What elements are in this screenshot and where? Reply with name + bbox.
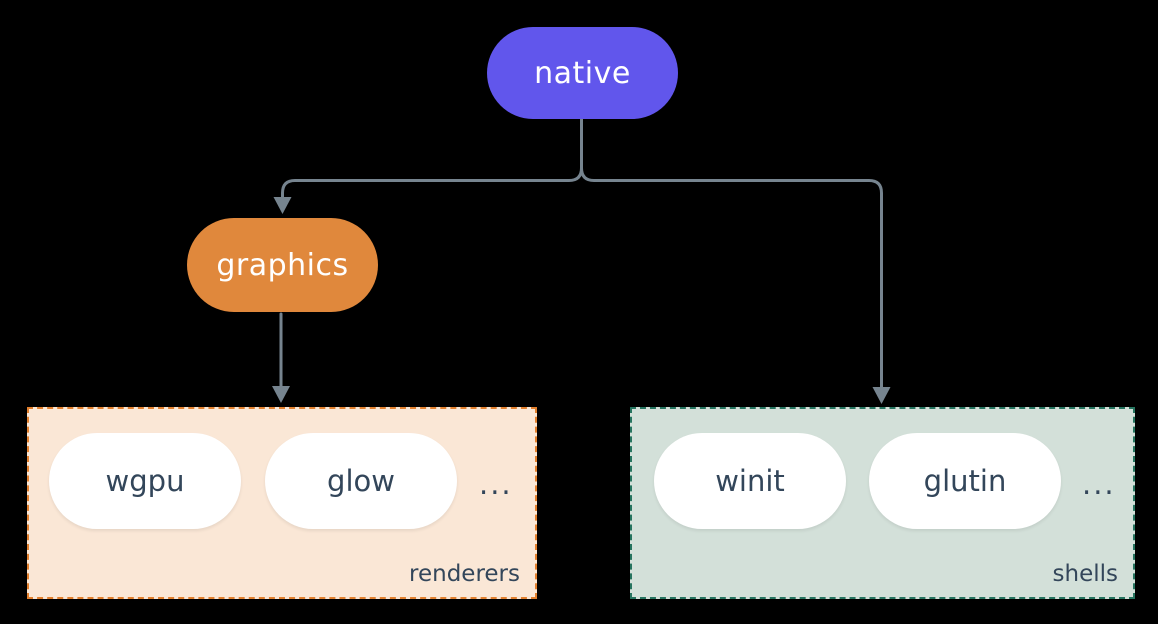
node-glutin: glutin [869, 433, 1061, 529]
arrowhead-graphics [273, 197, 292, 214]
node-wgpu: wgpu [49, 433, 241, 529]
edge-native-to-shells [580, 166, 883, 389]
shells-group-label: shells [1052, 561, 1118, 587]
node-winit: winit [654, 433, 846, 529]
node-glow-label: glow [327, 464, 395, 498]
node-graphics: graphics [187, 218, 378, 312]
node-glutin-label: glutin [923, 464, 1007, 498]
node-native-label: native [534, 55, 631, 91]
node-native: native [487, 27, 678, 119]
arrowhead-renderers [272, 386, 290, 403]
node-graphics-label: graphics [216, 247, 349, 283]
shells-ellipsis: ... [1082, 467, 1116, 501]
node-wgpu-label: wgpu [105, 464, 185, 498]
renderers-ellipsis: ... [479, 467, 513, 501]
arrowheads [272, 197, 891, 404]
node-winit-label: winit [715, 464, 785, 498]
edge-native-to-graphics [281, 117, 583, 199]
group-shells: winit glutin ... shells [630, 407, 1135, 599]
renderers-group-label: renderers [409, 561, 520, 587]
group-renderers: wgpu glow ... renderers [27, 407, 537, 599]
node-glow: glow [265, 433, 457, 529]
arrowhead-shells [872, 387, 891, 404]
